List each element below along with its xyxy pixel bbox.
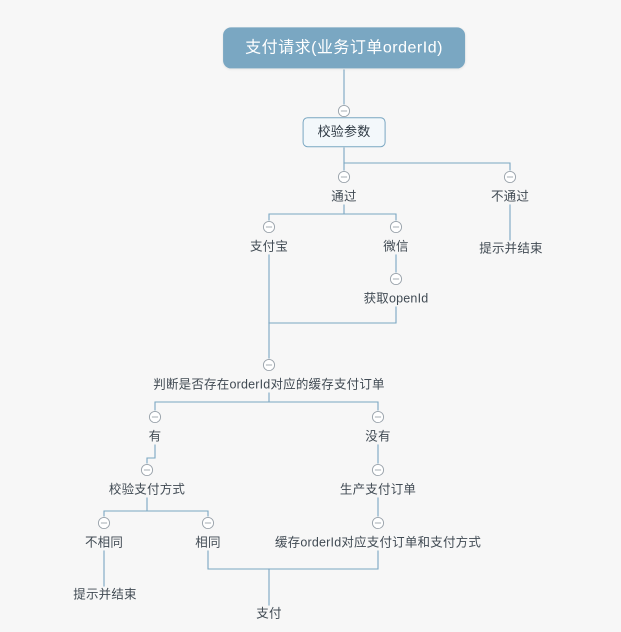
node-label: 支付宝	[249, 239, 289, 254]
collapse-toggle-has[interactable]	[148, 410, 162, 424]
node-differ[interactable]: 不相同	[85, 536, 123, 551]
node-label: 不通过	[490, 189, 530, 204]
node-label: 提示并结束	[73, 587, 137, 602]
edge-has-to-check-pay	[146, 444, 156, 464]
node-label: 没有	[365, 429, 391, 444]
node-label: 获取openId	[363, 291, 429, 306]
collapse-toggle-check-pay[interactable]	[140, 463, 154, 477]
collapse-toggle-pass[interactable]	[337, 170, 351, 184]
node-label: 有	[148, 429, 162, 444]
node-validate[interactable]: 校验参数	[302, 117, 386, 147]
node-label: 生产支付订单	[339, 482, 417, 497]
edge-openid-to-merge	[268, 306, 397, 324]
node-label: 判断是否存在orderId对应的缓存支付订单	[153, 377, 385, 392]
collapse-toggle-same[interactable]	[201, 516, 215, 530]
collapse-toggle-fail[interactable]	[503, 170, 517, 184]
node-has[interactable]: 有	[149, 430, 162, 445]
edge-check-pay-to-differ	[103, 497, 148, 517]
node-fail-end[interactable]: 提示并结束	[479, 242, 543, 257]
collapse-toggle-none[interactable]	[371, 410, 385, 424]
circle-minus-icon	[337, 170, 351, 184]
node-label: 校验参数	[317, 124, 371, 140]
node-label: 支付	[256, 606, 282, 621]
node-label: 微信	[383, 239, 409, 254]
edge-pass-to-wechat	[343, 213, 397, 221]
node-label: 相同	[195, 535, 221, 550]
node-pass[interactable]: 通过	[331, 190, 356, 205]
node-check-pay[interactable]: 校验支付方式	[109, 483, 185, 498]
edge-pass-to-alipay	[268, 204, 345, 221]
circle-minus-icon	[262, 220, 276, 234]
node-cache-pay[interactable]: 缓存orderId对应支付订单和支付方式	[275, 536, 481, 551]
node-alipay[interactable]: 支付宝	[250, 240, 288, 255]
collapse-toggle-validate[interactable]	[337, 104, 351, 118]
circle-minus-icon	[337, 104, 351, 118]
edge-validate-bus-to-branches	[343, 162, 511, 171]
node-differ-end[interactable]: 提示并结束	[73, 588, 137, 603]
node-fail[interactable]: 不通过	[491, 190, 529, 205]
circle-minus-icon	[140, 463, 154, 477]
node-label: 缓存orderId对应支付订单和支付方式	[274, 535, 482, 550]
node-same[interactable]: 相同	[195, 536, 220, 551]
node-pay[interactable]: 支付	[256, 607, 281, 622]
collapse-toggle-cache-pay[interactable]	[371, 516, 385, 530]
circle-minus-icon	[262, 358, 276, 372]
circle-minus-icon	[201, 516, 215, 530]
edge-check-cache-to-has	[154, 392, 270, 411]
circle-minus-icon	[389, 220, 403, 234]
collapse-toggle-gen-order[interactable]	[371, 463, 385, 477]
node-label: 支付请求(业务订单orderId)	[245, 39, 443, 57]
collapse-toggle-check-cache[interactable]	[262, 358, 276, 372]
circle-minus-icon	[371, 516, 385, 530]
circle-minus-icon	[148, 410, 162, 424]
node-wechat[interactable]: 微信	[383, 240, 408, 255]
node-gen-order[interactable]: 生产支付订单	[340, 483, 416, 498]
collapse-toggle-openid[interactable]	[389, 272, 403, 286]
collapse-toggle-wechat[interactable]	[389, 220, 403, 234]
edge-cache-pay-to-pay-merge	[268, 550, 379, 570]
node-check-cache[interactable]: 判断是否存在orderId对应的缓存支付订单	[153, 378, 385, 393]
edge-same-to-pay-merge	[207, 550, 270, 570]
collapse-toggle-alipay[interactable]	[262, 220, 276, 234]
edge-check-cache-to-none	[268, 401, 379, 411]
circle-minus-icon	[97, 516, 111, 530]
node-label: 通过	[331, 189, 357, 204]
circle-minus-icon	[503, 170, 517, 184]
edge-check-pay-to-same	[146, 510, 209, 517]
node-openid[interactable]: 获取openId	[364, 292, 429, 307]
node-root[interactable]: 支付请求(业务订单orderId)	[223, 27, 465, 69]
circle-minus-icon	[371, 410, 385, 424]
circle-minus-icon	[389, 272, 403, 286]
node-none[interactable]: 没有	[365, 430, 390, 445]
node-label: 不相同	[84, 535, 124, 550]
node-label: 提示并结束	[479, 241, 543, 256]
node-label: 校验支付方式	[108, 482, 186, 497]
circle-minus-icon	[371, 463, 385, 477]
collapse-toggle-differ[interactable]	[97, 516, 111, 530]
